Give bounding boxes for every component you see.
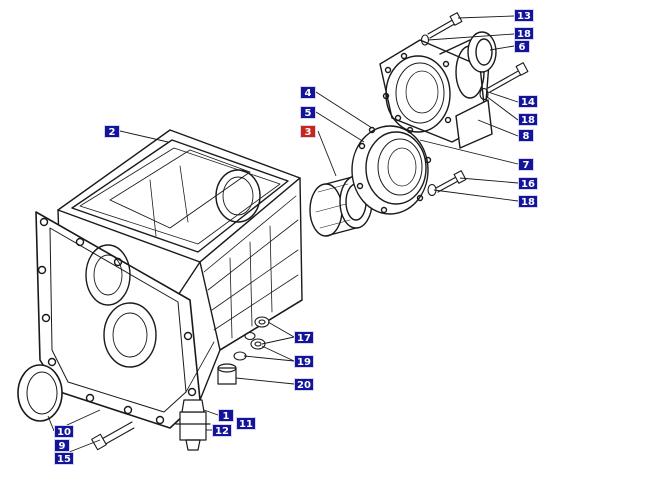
seal-6 xyxy=(467,31,497,73)
callout-14[interactable]: 14 xyxy=(518,95,538,108)
callout-12[interactable]: 12 xyxy=(212,424,232,437)
callout-17[interactable]: 17 xyxy=(294,331,314,344)
drain-plug-assembly xyxy=(175,399,211,451)
callout-15[interactable]: 15 xyxy=(54,452,74,465)
oil-seal-ring-10 xyxy=(17,364,63,422)
rear-housing-8 xyxy=(379,39,493,149)
callout-11[interactable]: 11 xyxy=(236,417,256,430)
callout-18-top[interactable]: 18 xyxy=(514,27,534,40)
plug-20 xyxy=(217,363,237,385)
callout-7[interactable]: 7 xyxy=(518,158,534,171)
callout-1[interactable]: 1 xyxy=(218,409,234,422)
callout-13[interactable]: 13 xyxy=(514,9,534,22)
leader-lines xyxy=(47,15,519,459)
callout-8[interactable]: 8 xyxy=(518,129,534,142)
callout-2[interactable]: 2 xyxy=(104,125,120,138)
bolts-and-washers xyxy=(420,12,529,197)
callout-3[interactable]: 3 xyxy=(300,125,316,138)
callout-10[interactable]: 10 xyxy=(54,425,74,438)
gearbox-housing xyxy=(35,129,303,429)
callout-18-mid[interactable]: 18 xyxy=(518,113,538,126)
flange-cover-4-5 xyxy=(351,125,432,215)
callout-20[interactable]: 20 xyxy=(294,378,314,391)
callout-5[interactable]: 5 xyxy=(300,106,316,119)
bolt-15 xyxy=(91,421,135,451)
nuts-washers-17-19 xyxy=(233,316,270,361)
callout-19[interactable]: 19 xyxy=(294,355,314,368)
callout-4[interactable]: 4 xyxy=(300,86,316,99)
callout-18-low[interactable]: 18 xyxy=(518,195,538,208)
callout-9[interactable]: 9 xyxy=(54,439,70,452)
callout-16[interactable]: 16 xyxy=(518,177,538,190)
callout-6[interactable]: 6 xyxy=(514,40,530,53)
